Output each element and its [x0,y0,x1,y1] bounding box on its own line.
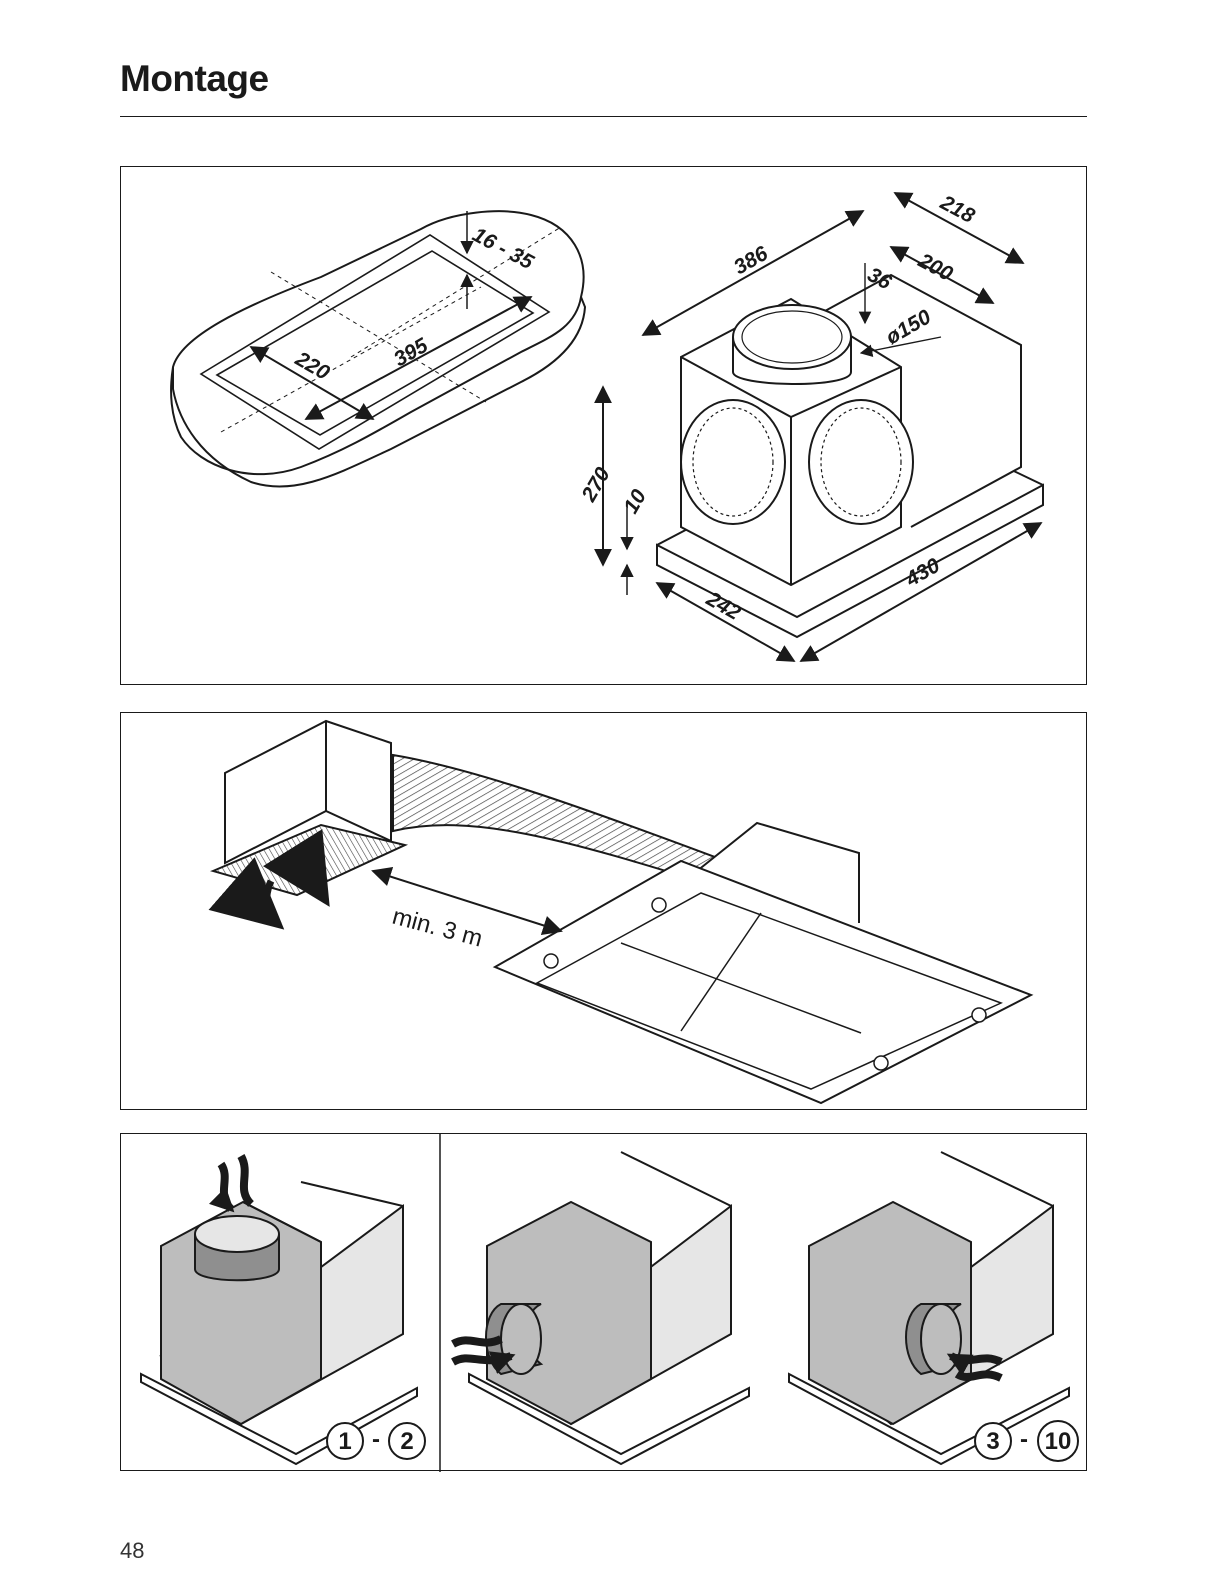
step-to-10: 10 [1045,1428,1072,1455]
outlet-options-figure: 1 - 2 3 [120,1133,1087,1471]
page-number: 48 [120,1538,144,1564]
flange-height-label: 10 [619,485,651,517]
steps-3-10-badge: 3 - 10 [975,1421,1078,1461]
dimensions-figure: 395 220 16 - 35 [120,166,1087,685]
step-from-3: 3 [986,1428,999,1455]
title-divider [120,116,1087,117]
fan-unit-drawing [603,193,1043,661]
left-outlet-unit [453,1152,749,1464]
dimensions-drawing: 395 220 16 - 35 [121,167,1088,686]
right-outlet-unit [789,1152,1069,1464]
unit-outer-depth-label: 218 [936,191,979,228]
outlet-options-drawing: 1 - 2 3 [121,1134,1088,1472]
step-to-2: 2 [400,1428,413,1455]
step-separator-2: - [1020,1426,1028,1453]
top-outlet-unit [141,1156,417,1464]
min-distance-label: min. 3 m [389,903,485,953]
unit-height-label: 270 [577,463,615,506]
remote-installation-figure: min. 3 m [120,712,1087,1110]
unit-length-label: 386 [730,242,772,280]
step-separator-1: - [372,1426,380,1453]
remote-installation-drawing: min. 3 m [121,713,1088,1111]
step-from-1: 1 [338,1428,351,1455]
page-title: Montage [120,58,269,100]
steps-1-2-badge: 1 - 2 [327,1423,425,1459]
